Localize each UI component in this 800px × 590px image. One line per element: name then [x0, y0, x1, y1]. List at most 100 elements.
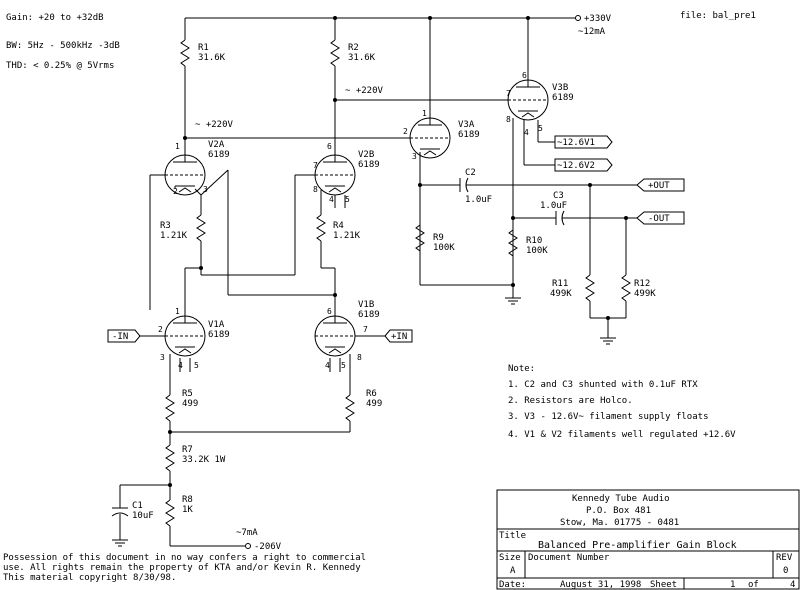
resistor-r6: R6 499	[345, 380, 382, 432]
r11-ref: R11	[552, 279, 568, 289]
resistor-r4: R4 1.21K	[228, 214, 361, 310]
v3a-ref: V3A	[458, 120, 475, 130]
v1b-pin7: 7	[363, 325, 368, 334]
in-pos-label: +IN	[391, 332, 407, 342]
tube-v2a: 1 2 3 V2A 6189	[149, 140, 230, 310]
v3a-type: 6189	[458, 130, 480, 140]
r10-ref: R10	[526, 236, 542, 246]
port-filament-2[interactable]: ~12.6V2	[554, 158, 613, 172]
port-out-neg[interactable]: -OUT	[636, 211, 685, 225]
v3b-ref: V3B	[552, 83, 568, 93]
copyright-line-1: Possession of this document in no way co…	[3, 553, 366, 563]
r5-value: 499	[182, 399, 198, 409]
v2a-pin2: 2	[173, 187, 178, 196]
c3-ref: C3	[553, 191, 564, 201]
v2b-pin5: 5	[345, 195, 350, 204]
notes-block: Note: 1. C2 and C3 shunted with 0.1uF RT…	[508, 364, 736, 440]
resistor-r2: R2 31.6K	[330, 18, 376, 150]
v3a-grid-voltage: ~ +220V	[345, 86, 384, 96]
r3-value: 1.21K	[160, 231, 188, 241]
file-label: file: bal_pre1	[680, 11, 756, 21]
out-neg-label: -OUT	[648, 214, 670, 224]
r3-ref: R3	[160, 221, 171, 231]
v1a-pin3: 3	[160, 353, 165, 362]
b-minus-current: ~7mA	[236, 528, 258, 538]
v2b-pin7: 7	[313, 161, 318, 170]
r9-ref: R9	[433, 233, 444, 243]
v2a-ref: V2A	[208, 140, 225, 150]
tube-v2b: 6 7 8 4 5 V2B 6189	[294, 142, 380, 275]
b-plus-label: +330V	[584, 14, 612, 24]
v1b-pin8: 8	[357, 353, 362, 362]
c1-value: 10uF	[132, 511, 154, 521]
r8-value: 1K	[182, 505, 193, 515]
note-4: 4. V1 & V2 filaments well regulated +12.…	[508, 430, 736, 440]
notes-title: Note:	[508, 364, 535, 374]
resistor-r11: R11 499K	[550, 185, 595, 318]
v2b-ref: V2B	[358, 150, 374, 160]
r7-ref: R7	[182, 445, 193, 455]
title-label: Title	[499, 531, 526, 541]
date-label: Date:	[499, 580, 526, 590]
v3b-pin4: 4	[524, 128, 529, 137]
capacitor-c2: C2 1.0uF	[420, 168, 642, 205]
note-2: 2. Resistors are Holco.	[508, 396, 633, 406]
spec-bandwidth: BW: 5Hz - 500kHz -3dB	[6, 41, 120, 51]
v1b-pin4: 4	[325, 361, 330, 370]
r6-ref: R6	[366, 389, 377, 399]
resistor-r10: R10 100K	[508, 229, 548, 257]
port-out-pos[interactable]: +OUT	[636, 178, 685, 192]
port-in-neg[interactable]: -IN	[107, 329, 141, 343]
v3b-pin7: 7	[506, 89, 511, 98]
v1b-pin6: 6	[327, 307, 332, 316]
document-number-label: Document Number	[528, 553, 610, 563]
r1-value: 31.6K	[198, 53, 226, 63]
size-value: A	[510, 566, 516, 576]
v3b-type: 6189	[552, 93, 574, 103]
r7-value: 33.2K 1W	[182, 455, 226, 465]
capacitor-c1: C1 10uF	[111, 484, 170, 547]
out-pos-label: +OUT	[648, 181, 670, 191]
r12-ref: R12	[634, 279, 650, 289]
resistor-r3: R3 1.21K	[160, 214, 295, 310]
v1b-type: 6189	[358, 310, 380, 320]
c2-value: 1.0uF	[465, 195, 492, 205]
r4-value: 1.21K	[333, 231, 361, 241]
v3a-pin3: 3	[412, 152, 417, 161]
of-label: of	[748, 580, 759, 590]
note-3: 3. V3 - 12.6V~ filament supply floats	[508, 412, 708, 422]
r12-value: 499K	[634, 289, 656, 299]
port-filament-1[interactable]: ~12.6V1	[554, 135, 613, 149]
spec-gain: Gain: +20 to +32dB	[6, 13, 104, 23]
r11-value: 499K	[550, 289, 572, 299]
ground-symbol-output	[420, 283, 521, 305]
v1a-pin5: 5	[194, 361, 199, 370]
rev-value: 0	[783, 566, 788, 576]
tube-v1b: 6 7 8 4 5 V1B 6189	[314, 300, 385, 380]
v2b-type: 6189	[358, 160, 380, 170]
r9-value: 100K	[433, 243, 455, 253]
resistor-r1: R1 31.6K	[180, 18, 226, 150]
r1-ref: R1	[198, 43, 209, 53]
address-line-2: Stow, Ma. 01775 - 0481	[560, 518, 679, 528]
v2b-pin6: 6	[327, 142, 332, 151]
v2b-pin8: 8	[313, 185, 318, 194]
port-in-pos[interactable]: +IN	[384, 329, 413, 343]
b-plus-rail: +330V ~12mA	[185, 14, 612, 37]
v2b-pin4: 4	[329, 195, 334, 204]
resistor-r9: R9 100K	[415, 224, 455, 253]
v1a-pin2: 2	[158, 325, 163, 334]
v2a-pin1: 1	[175, 142, 180, 151]
r6-value: 499	[366, 399, 382, 409]
b-plus-current: ~12mA	[578, 27, 606, 37]
v2a-pin3: 3	[203, 185, 208, 194]
sheet-total: 4	[790, 580, 795, 590]
fil1-label: ~12.6V1	[557, 138, 595, 148]
v1b-ref: V1B	[358, 300, 374, 310]
tube-v3a: 1 2 3 V3A 6189	[403, 18, 480, 285]
v1a-type: 6189	[208, 330, 230, 340]
c1-ref: C1	[132, 501, 143, 511]
drawing-title: Balanced Pre-amplifier Gain Block	[538, 540, 737, 551]
